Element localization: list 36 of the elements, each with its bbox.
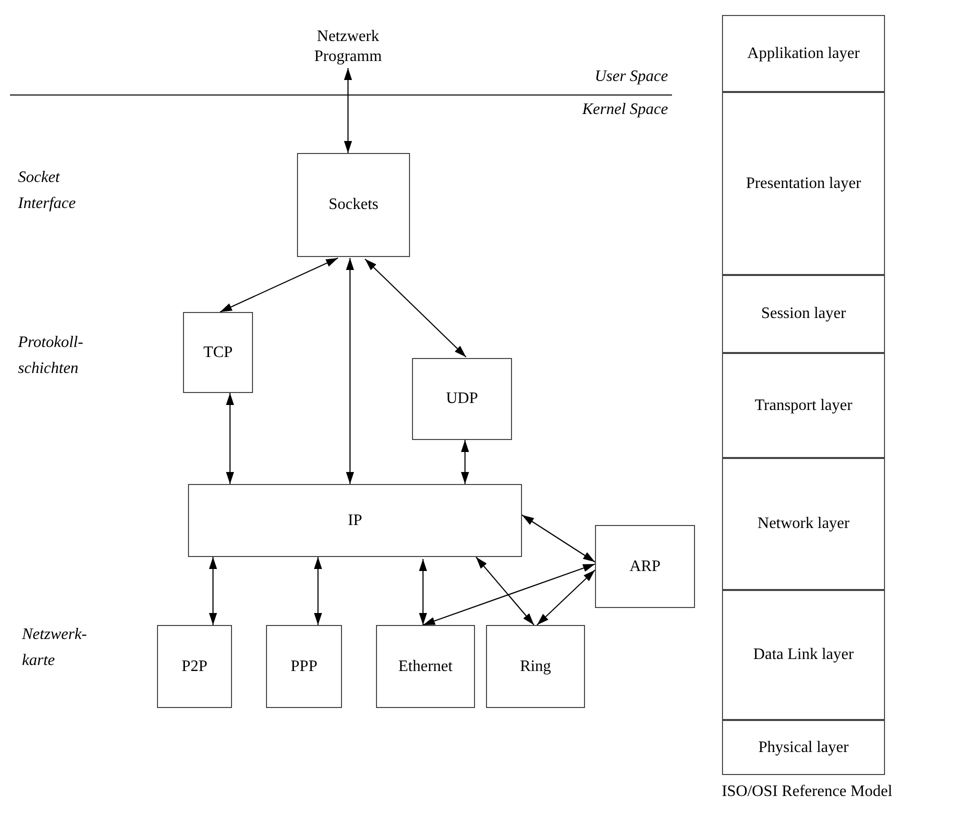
arrow [419, 559, 427, 625]
arrow [220, 258, 338, 312]
layer-box: Physical layer [722, 720, 885, 775]
side-label: Socket Interface [18, 168, 77, 214]
side-label: User Space [594, 67, 668, 87]
arrow [422, 563, 596, 626]
process-box: Ethernet [376, 625, 475, 708]
arrow [461, 440, 469, 484]
process-box: PPP [266, 625, 342, 708]
process-box: P2P [157, 625, 232, 708]
arrow [346, 258, 354, 484]
process-box: Sockets [297, 153, 410, 257]
layer-box: Applikation layer [722, 15, 885, 92]
process-box: IP [188, 484, 522, 557]
side-label: Netzwerk- karte [22, 625, 88, 671]
arrow [522, 514, 596, 562]
side-label: Kernel Space [581, 100, 668, 120]
arrow [476, 556, 534, 626]
layer-box: Transport layer [722, 353, 885, 458]
layer-box: Network layer [722, 458, 885, 590]
process-box: UDP [412, 358, 512, 440]
process-box: Ring [486, 625, 585, 708]
arrow [536, 570, 596, 626]
arrow [226, 393, 234, 484]
side-label: Protokoll- schichten [18, 333, 84, 379]
arrow [364, 258, 466, 358]
node-text: Netzwerk Programm [290, 26, 406, 68]
layer-box: Session layer [722, 275, 885, 353]
process-box: ARP [595, 525, 695, 608]
arrow [209, 557, 217, 625]
layer-box: Presentation layer [722, 92, 885, 275]
layer-box: Data Link layer [722, 590, 885, 720]
caption: ISO/OSI Reference Model [720, 782, 894, 802]
arrow [344, 68, 352, 153]
process-box: TCP [183, 312, 253, 393]
arrow [314, 557, 322, 625]
